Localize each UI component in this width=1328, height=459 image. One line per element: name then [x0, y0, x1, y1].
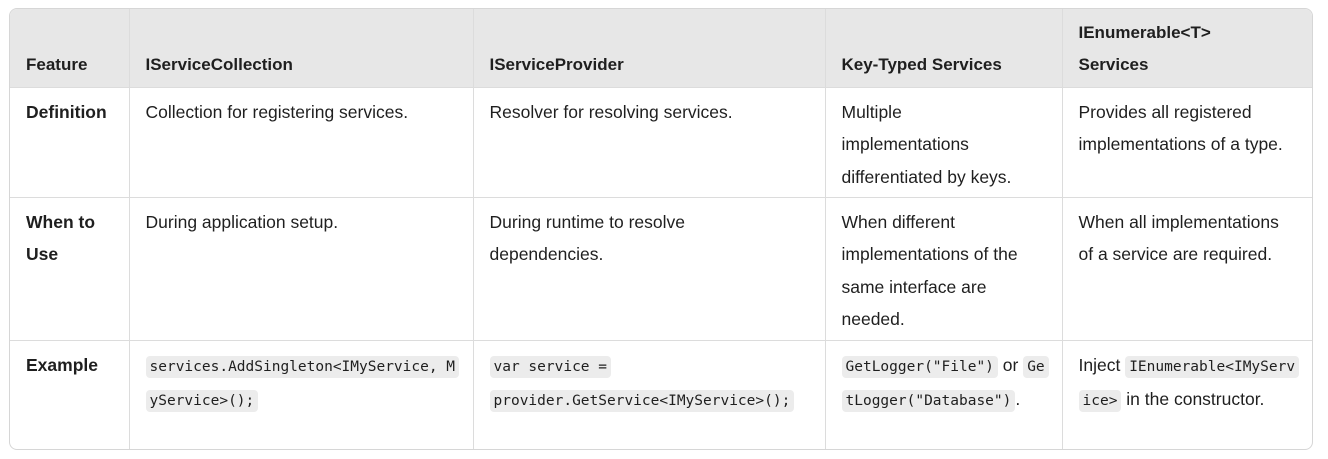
cell: During runtime to resolve dependencies. — [473, 197, 826, 341]
table-row: Definition Collection for registering se… — [10, 87, 1312, 198]
code-snippet: var service = provider.GetService<IMySer… — [489, 355, 795, 412]
cell: services.AddSingleton<IMyService, MyServ… — [129, 340, 474, 449]
code-snippet: GetLogger("File") — [841, 355, 998, 378]
cell-text: or — [997, 354, 1024, 375]
cell: During application setup. — [129, 197, 474, 341]
cell-text: in the constructor. — [1121, 389, 1265, 409]
cell: Collection for registering services. — [129, 87, 474, 198]
cell: GetLogger("File") or GetLogger("Database… — [825, 340, 1063, 449]
cell: Multiple implementations differentiated … — [825, 87, 1063, 198]
cell: Resolver for resolving services. — [473, 87, 826, 198]
header-key-typed-services: Key-Typed Services — [825, 9, 1063, 88]
cell: Inject IEnumerable<IMyService> in the co… — [1062, 340, 1312, 449]
header-iserviceprovider: IServiceProvider — [473, 9, 826, 88]
header-ienumerable-services: IEnumerable<T> Services — [1062, 9, 1312, 88]
cell: When all implementations of a service ar… — [1062, 197, 1312, 341]
cell: When different implementations of the sa… — [825, 197, 1063, 341]
comparison-table: Feature IServiceCollection IServiceProvi… — [9, 8, 1313, 450]
cell: var service = provider.GetService<IMySer… — [473, 340, 826, 449]
table-row: Example services.AddSingleton<IMyService… — [10, 340, 1312, 449]
row-label-when-to-use: When to Use — [10, 197, 130, 341]
table-header-row: Feature IServiceCollection IServiceProvi… — [10, 9, 1312, 88]
header-feature: Feature — [10, 9, 130, 88]
row-label-example: Example — [10, 340, 130, 449]
cell: Provides all registered implementations … — [1062, 87, 1312, 198]
row-label-definition: Definition — [10, 87, 130, 198]
table-row: When to Use During application setup. Du… — [10, 197, 1312, 341]
cell-text: Inject — [1078, 354, 1126, 375]
cell-text: . — [1015, 389, 1021, 409]
code-snippet: services.AddSingleton<IMyService, MyServ… — [145, 355, 460, 412]
header-iservicecollection: IServiceCollection — [129, 9, 474, 88]
